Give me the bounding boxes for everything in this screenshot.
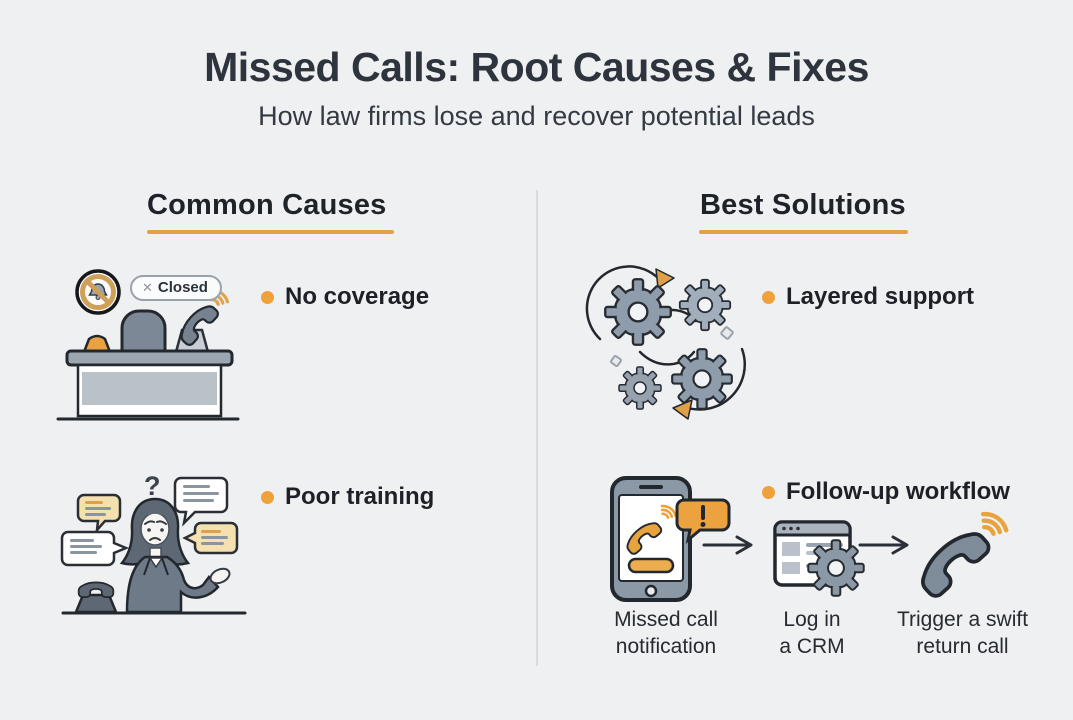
confused-receptionist-illustration: ?: [60, 471, 247, 615]
arrowhead-icon: [655, 268, 675, 289]
receptionist-figure: [119, 497, 231, 614]
closed-badge: ✕ Closed: [130, 275, 222, 301]
alert-bubble-icon: [675, 498, 731, 544]
diamond-deco-icon: [610, 355, 622, 367]
solutions-header-underline: [699, 230, 908, 234]
workflow-step-caption: Trigger a swift return call: [896, 608, 1029, 658]
workflow-arrow-icon: [702, 535, 753, 555]
bullet-dot-icon: [261, 290, 274, 304]
close-x-icon: ✕: [142, 279, 153, 295]
missed-call-phone-icon: [610, 476, 731, 602]
gear-icon: [618, 366, 662, 410]
closed-reception-desk-illustration: [56, 269, 240, 421]
solution-label: Layered support: [786, 283, 975, 310]
bullet-dot-icon: [261, 490, 274, 504]
speech-bubble-icon: [182, 521, 239, 555]
question-mark: ?: [144, 471, 161, 501]
workflow-step-caption: Log in a CRM: [779, 608, 845, 658]
page-subtitle: How law firms lose and recover potential…: [258, 101, 815, 131]
solution-item-layered-support: Layered support: [762, 283, 974, 311]
column-divider: [536, 190, 538, 666]
cause-label: Poor training: [285, 483, 435, 510]
arrowhead-icon: [672, 399, 693, 420]
speech-bubble-icon: [173, 476, 229, 527]
gear-icon: [604, 278, 672, 346]
process-gears-illustration: [585, 265, 746, 420]
muted-bell-icon: [75, 269, 121, 315]
return-call-handset-icon: [911, 504, 1015, 600]
page-title: Missed Calls: Root Causes & Fixes: [204, 44, 869, 90]
gear-icon: [671, 348, 733, 410]
causes-header-underline: [147, 230, 394, 234]
solutions-header: Best Solutions: [700, 189, 906, 221]
open-palm-hand: [209, 567, 231, 585]
speech-bubble-icon: [60, 530, 130, 567]
desk-top: [65, 349, 234, 367]
gear-icon: [678, 278, 732, 332]
service-bell-icon: [82, 334, 112, 354]
diamond-deco-icon: [720, 326, 734, 340]
solution-item-follow-up-workflow: Follow-up workflow: [762, 478, 1010, 506]
speech-bubble-icon: [76, 493, 122, 534]
gear-icon: [807, 539, 865, 597]
home-button: [644, 584, 658, 598]
workflow-step-caption: Missed call notification: [614, 608, 718, 658]
chair-icon: [120, 309, 167, 356]
cause-label: No coverage: [285, 283, 430, 310]
cause-item-no-coverage: No coverage: [261, 283, 429, 311]
causes-header: Common Causes: [147, 189, 387, 221]
closed-badge-label: Closed: [157, 279, 208, 296]
bullet-dot-icon: [762, 485, 775, 499]
desk-phone-icon: [74, 581, 118, 614]
bullet-dot-icon: [762, 290, 775, 304]
crm-browser-icon: [773, 520, 865, 597]
cause-item-poor-training: Poor training: [261, 483, 434, 511]
solution-label: Follow-up workflow: [786, 478, 1010, 505]
